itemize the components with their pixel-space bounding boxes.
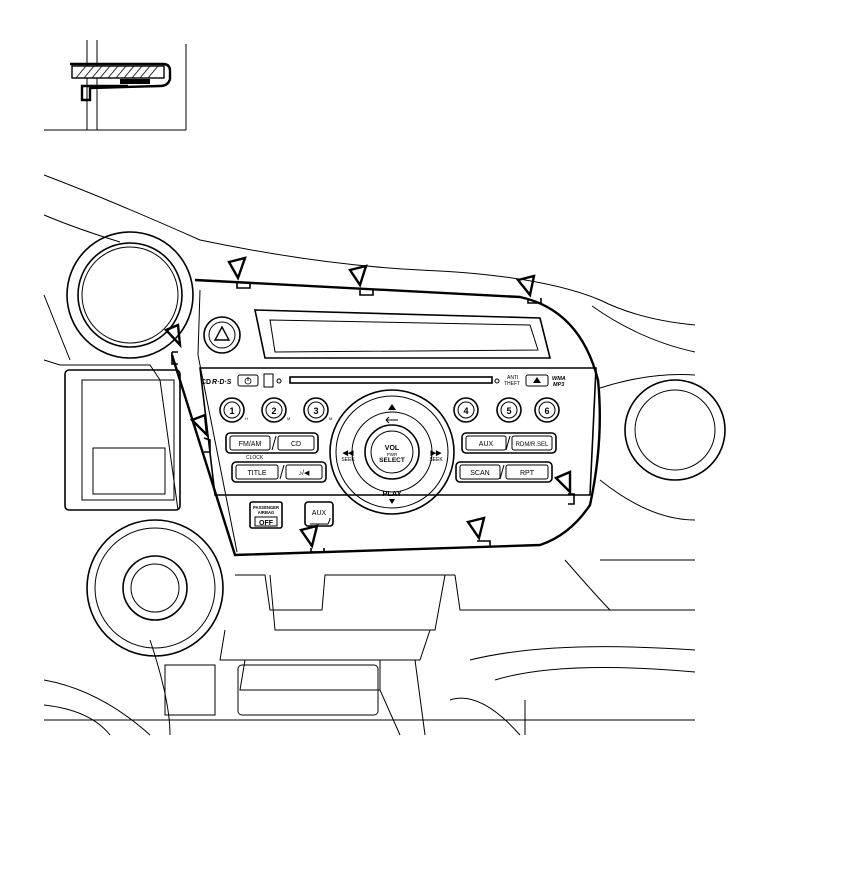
preset-button-6[interactable]: 6 bbox=[534, 397, 560, 423]
clip-marker-2 bbox=[348, 264, 374, 296]
title-button[interactable]: TITLE bbox=[235, 464, 279, 480]
center-dial: ◀◀ SEEK ▶▶ SEEK VOL PWR SELECT PLAY bbox=[329, 389, 455, 515]
svg-text:5: 5 bbox=[506, 406, 511, 416]
clip-detail-inset bbox=[44, 40, 187, 131]
folder-button[interactable]: ♪/◀ bbox=[285, 464, 323, 480]
seek-back-icon: ◀◀ bbox=[342, 450, 354, 457]
svg-text:SELECT: SELECT bbox=[379, 457, 405, 464]
up-arrow-icon bbox=[388, 404, 396, 410]
volume-select-knob[interactable]: VOL PWR SELECT bbox=[364, 424, 420, 480]
eject-button[interactable] bbox=[525, 374, 549, 387]
seek-forward-button[interactable]: ▶▶ SEEK bbox=[429, 450, 443, 463]
svg-text:SEEK: SEEK bbox=[341, 457, 355, 463]
svg-text:M: M bbox=[287, 416, 290, 421]
cd-logo: CD bbox=[201, 379, 211, 386]
clock-label: CLOCK bbox=[246, 455, 264, 461]
clip-marker-4 bbox=[163, 323, 182, 365]
svg-text:AUX: AUX bbox=[479, 441, 494, 448]
clip-markers bbox=[163, 256, 575, 553]
svg-text:M: M bbox=[329, 416, 332, 421]
cd-icon bbox=[263, 373, 274, 388]
svg-text:6: 6 bbox=[544, 406, 549, 416]
anti-theft-line2: THEFT bbox=[504, 381, 520, 387]
down-arrow-icon bbox=[389, 499, 395, 504]
return-button[interactable] bbox=[385, 404, 398, 424]
svg-text:1: 1 bbox=[229, 406, 234, 416]
svg-text:VOL: VOL bbox=[385, 445, 400, 452]
preset-button-5[interactable]: 5 bbox=[496, 397, 522, 423]
svg-text:H: H bbox=[245, 416, 248, 421]
aux-mode-button[interactable]: AUX bbox=[465, 435, 507, 451]
return-icon bbox=[385, 416, 398, 424]
mp3-label: MP3 bbox=[553, 382, 564, 388]
svg-text:AUX: AUX bbox=[312, 510, 327, 517]
clip-marker-3 bbox=[515, 274, 542, 304]
seek-back-button[interactable]: ◀◀ SEEK bbox=[341, 450, 355, 463]
svg-text:PLAY: PLAY bbox=[382, 489, 401, 498]
svg-text:SCAN: SCAN bbox=[470, 470, 489, 477]
play-button[interactable]: PLAY bbox=[382, 489, 402, 504]
svg-text:RPT: RPT bbox=[520, 470, 535, 477]
power-icon bbox=[244, 377, 252, 385]
clip-marker-1 bbox=[227, 256, 251, 289]
dashboard-outline bbox=[43, 174, 726, 736]
audio-unit-bezel bbox=[170, 278, 601, 557]
faceplate-top-strip: CD R·D·S ANTI THEFT WMA MP3 bbox=[201, 373, 566, 388]
svg-text:PASSENGER: PASSENGER bbox=[253, 505, 279, 510]
airbag-off-status: OFF bbox=[259, 520, 274, 527]
power-button[interactable] bbox=[237, 374, 259, 387]
preset-button-3[interactable]: 3 M bbox=[303, 397, 332, 423]
clip-marker-6 bbox=[553, 470, 575, 505]
passenger-airbag-indicator: PASSENGER AIRBAG OFF bbox=[249, 501, 283, 529]
svg-text:4: 4 bbox=[463, 406, 468, 416]
preset-button-1[interactable]: 1 H bbox=[219, 397, 248, 423]
cd-button[interactable]: CD bbox=[277, 435, 315, 451]
clip-marker-8 bbox=[466, 516, 491, 546]
anti-theft-label: ANTI THEFT bbox=[504, 375, 520, 387]
anti-theft-line1: ANTI bbox=[507, 375, 518, 381]
wma-label: WMA bbox=[552, 376, 566, 382]
clip-marker-5 bbox=[189, 413, 211, 453]
indicator-led-icon bbox=[276, 378, 282, 384]
left-function-buttons: FM/AM CD CLOCK TITLE ♪/◀ bbox=[225, 432, 327, 483]
preset-button-2[interactable]: 2 M bbox=[261, 397, 290, 423]
svg-text:RDM/R.SEL: RDM/R.SEL bbox=[516, 442, 549, 448]
preset-buttons: 1 H 2 M 3 M 4 5 6 bbox=[219, 397, 560, 423]
folder-icon: ♪/◀ bbox=[299, 470, 310, 477]
svg-text:TITLE: TITLE bbox=[247, 470, 266, 477]
svg-text:2: 2 bbox=[271, 406, 276, 416]
rds-logo: R·D·S bbox=[212, 379, 232, 386]
svg-text:FM/AM: FM/AM bbox=[239, 441, 262, 448]
svg-text:3: 3 bbox=[313, 406, 318, 416]
scan-button[interactable]: SCAN bbox=[459, 464, 501, 480]
svg-text:AIRBAG: AIRBAG bbox=[258, 510, 275, 515]
clip-marker-7 bbox=[299, 524, 325, 553]
svg-text:PWR: PWR bbox=[387, 452, 398, 457]
rdm-rsel-button[interactable]: RDM/R.SEL bbox=[511, 435, 553, 451]
right-function-buttons: AUX RDM/R.SEL SCAN RPT bbox=[455, 432, 557, 483]
anti-theft-led-icon bbox=[494, 378, 500, 384]
seek-forward-icon: ▶▶ bbox=[430, 450, 442, 457]
cd-slot bbox=[289, 376, 493, 384]
preset-button-4[interactable]: 4 bbox=[453, 397, 479, 423]
svg-text:CD: CD bbox=[291, 441, 301, 448]
aux-jack[interactable]: AUX bbox=[304, 501, 334, 527]
fm-am-button[interactable]: FM/AM bbox=[229, 435, 271, 451]
svg-text:SEEK: SEEK bbox=[429, 457, 443, 463]
eject-icon bbox=[533, 377, 541, 383]
rpt-button[interactable]: RPT bbox=[505, 464, 549, 480]
